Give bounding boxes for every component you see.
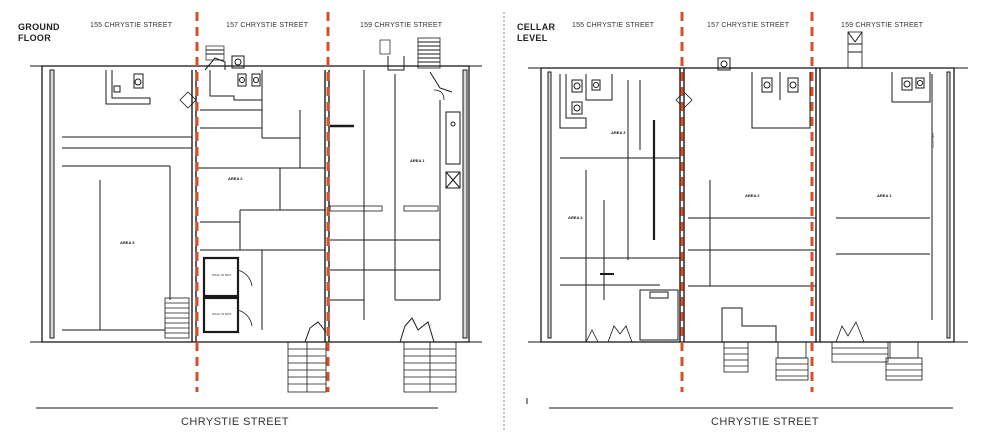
cellar-street-155: 155 CHRYSTIE STREET [572,22,655,29]
ground-street-159: 159 CHRYSTIE STREET [360,22,443,29]
cellar-street-159: 159 CHRYSTIE STREET [841,22,924,29]
cellar-area-2-label: AREA 2 [745,193,760,198]
cellar-area-3-label: AREA 3 [611,130,626,135]
ground-level-line1: GROUND [18,22,60,32]
cellar-level-line2: LEVEL [517,33,548,43]
cellar-area-4-label: AREA 4 [568,215,583,220]
ground-level-line2: FLOOR [18,33,51,43]
cellar-level-label: CELLAR LEVEL [517,22,555,44]
ground-street-155: 155 CHRYSTIE STREET [90,22,173,29]
cellar-level-plan [528,31,968,381]
ground-walkin-1-label: WALK IN BOX [212,273,232,277]
cellar-area-1-label: AREA 1 [877,193,892,198]
ground-area-1-label: AREA 1 [410,158,425,163]
cellar-level-line1: CELLAR [517,22,556,32]
cellar-street-157: 157 CHRYSTIE STREET [707,22,790,29]
ground-floor-label: GROUND FLOOR [18,22,60,44]
ground-area-2-label: AREA 2 [228,176,243,181]
ground-floor-plan [30,37,482,393]
ground-area-3-label: AREA 3 [120,240,135,245]
ground-bottom-street: CHRYSTIE STREET [181,416,289,428]
ground-street-157: 157 CHRYSTIE STREET [226,22,309,29]
ground-walkin-2-label: WALK IN BOX [212,312,232,316]
cellar-bottom-street: CHRYSTIE STREET [711,416,819,428]
property-dividers [195,12,814,392]
